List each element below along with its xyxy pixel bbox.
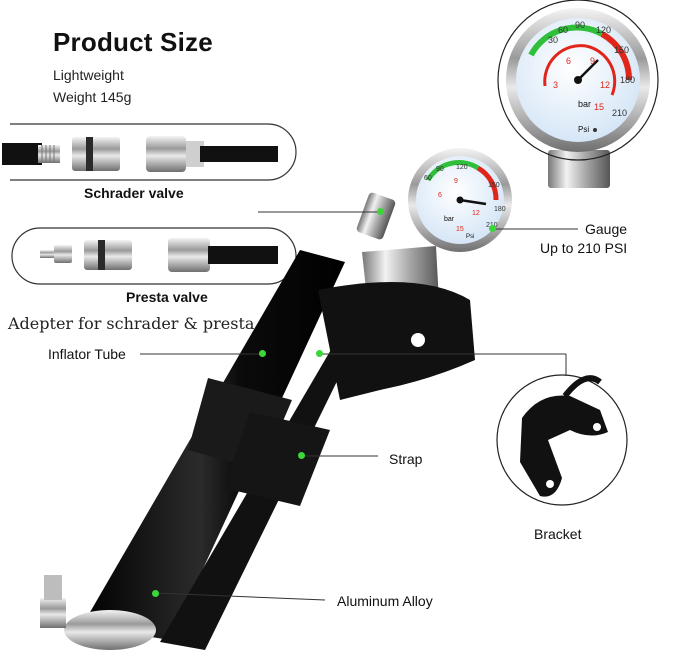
pump-body (40, 192, 475, 650)
gauge-large-psi-30: 30 (548, 35, 559, 45)
gauge-small-bar-9: 9 (454, 178, 458, 185)
marker-aluminum-alloy (152, 590, 159, 597)
callout-lines (140, 211, 578, 601)
callout-aluminum-alloy: Aluminum Alloy (337, 593, 433, 609)
gauge-small-bar-unit: bar (444, 216, 455, 223)
gauge-small-psi-60: 60 (424, 175, 432, 182)
feature-weight: Weight 145g (53, 89, 132, 105)
gauge-large-psi-unit: Psi (578, 125, 590, 134)
marker-adapter (377, 208, 384, 215)
schrader-valve-assembly (2, 123, 297, 181)
gauge-large-psi-180: 180 (620, 75, 636, 85)
gauge-large-bar-6: 6 (566, 56, 572, 66)
marker-gauge (489, 225, 496, 232)
gauge-small-psi-150: 150 (488, 182, 500, 189)
callout-bracket: Bracket (534, 526, 582, 542)
gauge-large-psi-150: 150 (614, 45, 630, 55)
marker-strap (298, 452, 305, 459)
gauge-closeup (497, 0, 659, 188)
gauge-small-psi-90: 90 (436, 166, 444, 173)
gauge-large-psi-90: 90 (575, 20, 586, 30)
callout-strap: Strap (389, 451, 423, 467)
gauge-small-psi-120: 120 (456, 164, 468, 171)
gauge-large-psi-210: 210 (612, 108, 628, 118)
adapter-note: Adepter for schrader & presta (8, 314, 255, 333)
marker-inflator-tube (259, 350, 266, 357)
callout-gauge: Gauge (585, 221, 628, 237)
callout-inflator-tube: Inflator Tube (48, 346, 126, 362)
gauge-on-pump (408, 148, 512, 252)
gauge-small-bar-12: 12 (472, 210, 480, 217)
gauge-small-bar-6: 6 (438, 192, 442, 199)
presta-valve-label: Presta valve (126, 289, 208, 305)
gauge-large-bar-3: 3 (553, 80, 559, 90)
marker-bracket (316, 350, 323, 357)
schrader-valve-label: Schrader valve (84, 185, 184, 201)
callout-gauge-range: Up to 210 PSI (540, 240, 628, 256)
gauge-large-psi-60: 60 (558, 25, 569, 35)
feature-lightweight: Lightweight (53, 67, 124, 83)
gauge-large-bar-9: 9 (590, 56, 596, 66)
gauge-small-psi-180: 180 (494, 206, 506, 213)
gauge-small-psi-unit: Psi (466, 234, 475, 240)
bracket-closeup (496, 374, 628, 506)
presta-valve-assembly (11, 227, 297, 285)
gauge-large-bar-12: 12 (600, 80, 611, 90)
gauge-large-psi-120: 120 (596, 25, 612, 35)
gauge-small-bar-15: 15 (456, 226, 464, 233)
gauge-large-bar-unit: bar (578, 99, 592, 109)
page-title: Product Size (53, 27, 213, 57)
gauge-large-bar-15: 15 (594, 102, 605, 112)
